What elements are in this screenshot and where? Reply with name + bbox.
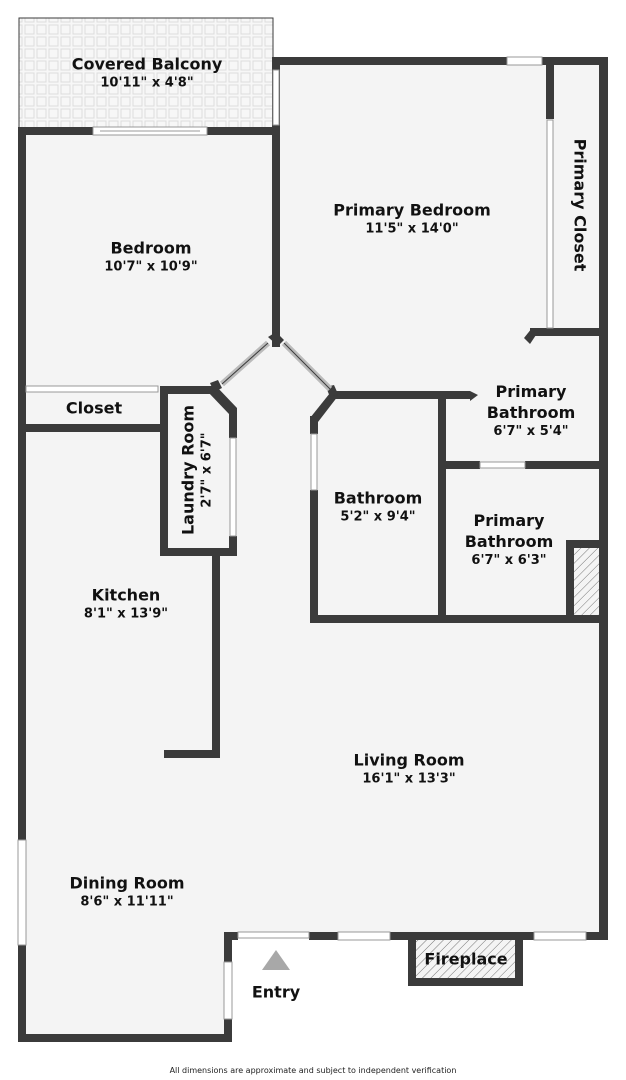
room-label-primary-bathroom-lower: Primary Bathroom 6'7" x 6'3"	[465, 510, 554, 570]
room-name: Kitchen	[91, 585, 161, 605]
windows	[17, 56, 587, 1020]
room-name: Living Room	[353, 750, 465, 770]
room-dimensions: 11'5" x 14'0"	[365, 221, 459, 237]
room-label-dining-room: Dining Room 8'6" x 11'11"	[69, 873, 184, 912]
room-name: Covered Balcony	[71, 54, 223, 74]
room-label-entry: Entry	[252, 982, 300, 1003]
room-dimensions: 10'11" x 4'8"	[100, 75, 194, 91]
room-label-closet: Closet	[66, 398, 122, 419]
room-label-living-room: Living Room 16'1" x 13'3"	[354, 750, 465, 789]
shaft-hatch	[574, 548, 599, 615]
room-name: Primary Bedroom	[333, 200, 491, 220]
fireplace-hatch	[416, 940, 515, 978]
room-dimensions: 6'7" x 6'3"	[471, 553, 547, 568]
room-name-line2: Bathroom	[464, 532, 554, 551]
room-label-primary-bedroom: Primary Bedroom 11'5" x 14'0"	[333, 200, 491, 239]
room-label-primary-closet: Primary Closet	[570, 139, 591, 272]
room-name-line1: Primary	[473, 511, 545, 530]
room-label-covered-balcony: Covered Balcony 10'11" x 4'8"	[72, 54, 223, 93]
room-dimensions: 5'2" x 9'4"	[340, 509, 416, 525]
room-name: Bedroom	[110, 238, 192, 258]
disclaimer-text: All dimensions are approximate and subje…	[169, 1066, 457, 1075]
room-name: Bathroom	[333, 488, 423, 508]
room-name: Laundry Room	[178, 404, 198, 536]
room-label-bathroom: Bathroom 5'2" x 9'4"	[334, 488, 423, 527]
room-name: Primary Closet	[570, 138, 590, 272]
room-dimensions: 2'7" x 6'7"	[199, 432, 215, 508]
room-dimensions: 10'7" x 10'9"	[104, 259, 198, 275]
room-name-line1: Primary	[495, 382, 567, 401]
room-dimensions: 16'1" x 13'3"	[362, 771, 456, 787]
room-dimensions: 8'6" x 11'11"	[80, 894, 174, 910]
room-label-kitchen: Kitchen 8'1" x 13'9"	[84, 585, 168, 624]
entry-arrow-icon	[262, 950, 290, 970]
room-label-laundry-room: Laundry Room 2'7" x 6'7"	[178, 405, 217, 535]
room-label-fireplace: Fireplace	[424, 949, 507, 970]
room-label-bedroom: Bedroom 10'7" x 10'9"	[104, 238, 197, 277]
covered-balcony-floor	[18, 17, 274, 129]
room-name: Entry	[251, 982, 301, 1002]
room-name: Fireplace	[424, 949, 508, 969]
walls	[18, 57, 608, 1042]
room-name-line2: Bathroom	[486, 403, 576, 422]
room-label-primary-bathroom-upper: Primary Bathroom 6'7" x 5'4"	[487, 381, 576, 441]
room-name: Dining Room	[69, 873, 185, 893]
room-dimensions: 8'1" x 13'9"	[83, 606, 169, 622]
room-dimensions: 6'7" x 5'4"	[493, 424, 569, 439]
room-name: Closet	[65, 398, 123, 418]
